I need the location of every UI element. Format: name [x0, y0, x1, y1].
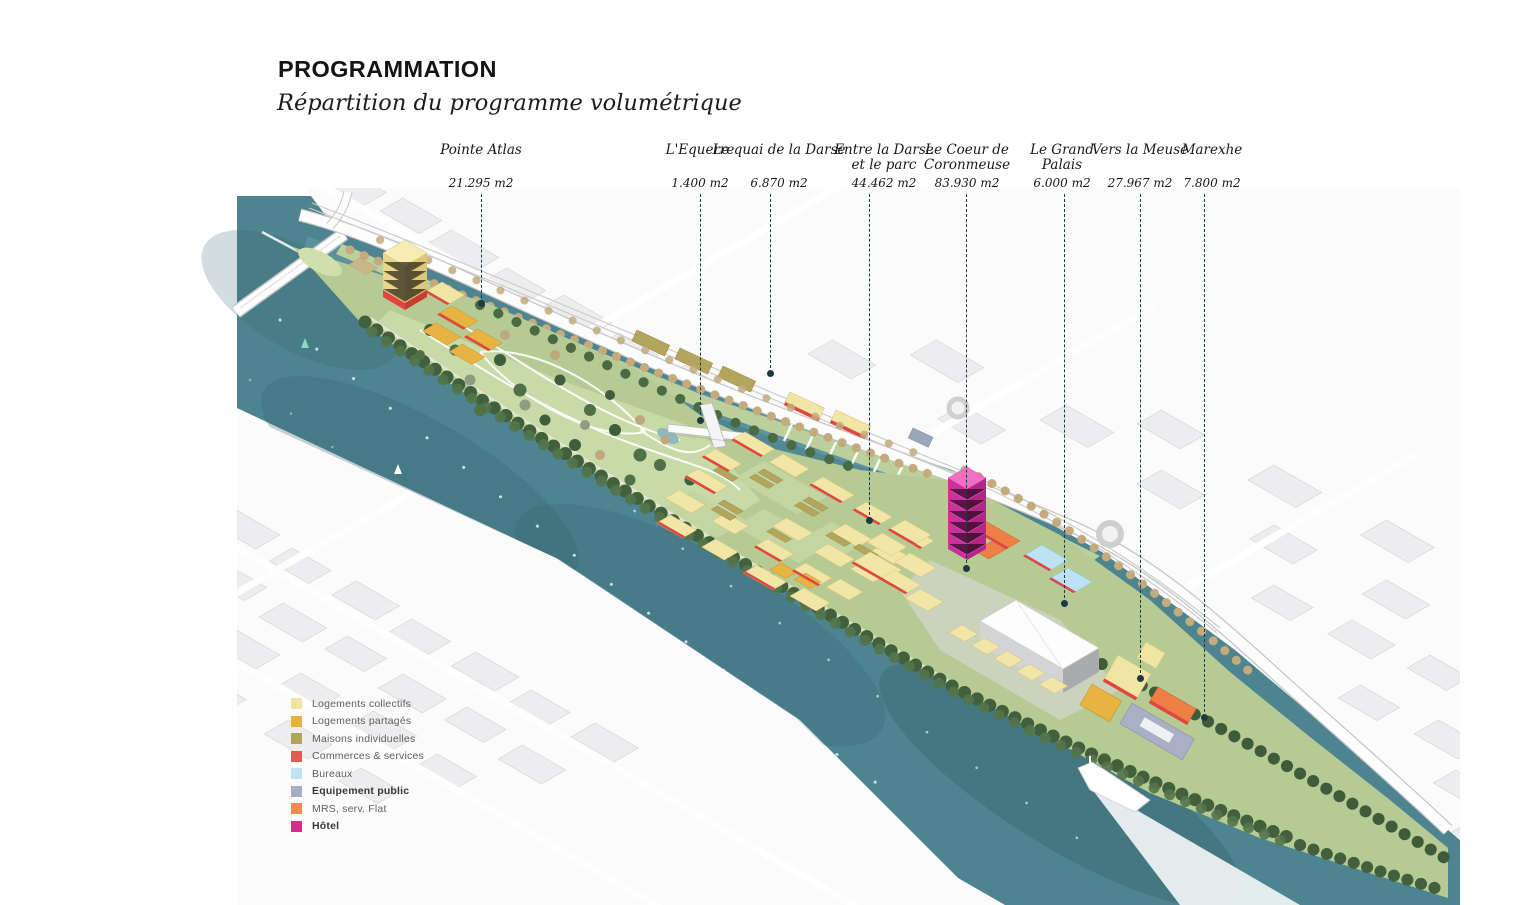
legend-swatch: [291, 715, 302, 727]
legend: Logements collectifs Logements partagés …: [291, 698, 424, 838]
vers-la-meuse-buildings: [1079, 641, 1197, 761]
leader-dot-grand-palais: [1061, 600, 1068, 607]
legend-item-mrs-serv-flat: MRS, serv. Flat: [291, 802, 424, 815]
legend-item-equipement-public: Equipement public: [291, 785, 424, 797]
zone-name: Le Grand Palais: [1030, 142, 1094, 174]
leader-line-pointe-atlas: [481, 194, 482, 303]
zone-label-vers-la-meuse: Vers la Meuse 27.967 m2: [1085, 142, 1195, 190]
leader-dot-equerre: [697, 417, 704, 424]
legend-item-maisons-individuelles: Maisons individuelles: [291, 732, 424, 745]
zone-label-equerre: L'Equerre 1.400 m2: [655, 142, 745, 190]
legend-label: Bureaux: [312, 767, 353, 780]
lequerre-structure: [667, 402, 746, 449]
zone-area: 6.870 m2: [750, 176, 808, 190]
legend-label: Hôtel: [312, 820, 340, 832]
leader-dot-entre-darse-parc: [866, 517, 873, 524]
zone-area: 27.967 m2: [1107, 176, 1173, 190]
zone-name: Entre la Darse et le parc: [834, 142, 934, 174]
zone-name: L'Equerre: [665, 142, 735, 158]
zone-name: Pointe Atlas: [440, 142, 522, 158]
roundabout-north: [946, 396, 970, 420]
roundabout-grand-palais: [1096, 520, 1124, 548]
legend-item-hotel: Hôtel: [291, 820, 424, 832]
boathouse: [907, 427, 934, 448]
zone-name: Le quai de la Darse: [712, 142, 846, 158]
legend-swatch: [291, 803, 302, 814]
equipement-public-building: [1119, 702, 1195, 761]
leader-line-marexhe: [1204, 194, 1205, 717]
bridge-atlas: [231, 228, 349, 318]
zone-label-pointe-atlas: Pointe Atlas 21.295 m2: [421, 142, 541, 190]
zone-area: 44.462 m2: [851, 176, 917, 190]
legend-swatch: [291, 785, 302, 797]
coronmeuse-heart: [850, 466, 1100, 694]
zone-label-grand-palais: Le Grand Palais 6.000 m2: [1022, 142, 1102, 190]
page-title: PROGRAMMATION: [278, 56, 497, 82]
legend-label: Logements collectifs: [312, 697, 412, 710]
legend-item-logements-partages: Logements partagés: [291, 715, 424, 727]
leader-line-coeur-coronmeuse: [966, 194, 967, 568]
park-trees: [415, 324, 696, 486]
legend-label: Equipement public: [312, 785, 410, 797]
legend-swatch: [291, 698, 302, 709]
tree-row-south: [358, 315, 1297, 845]
zone-area: 6.000 m2: [1033, 176, 1091, 190]
legend-swatch: [291, 750, 302, 762]
legend-label: Commerces & services: [312, 750, 424, 762]
page-subtitle: Répartition du programme volumétrique: [277, 90, 742, 116]
leader-dot-pointe-atlas: [478, 300, 485, 307]
legend-item-bureaux: Bureaux: [291, 767, 424, 780]
leader-dot-marexhe: [1201, 714, 1208, 721]
leader-dot-quai-darse: [767, 370, 774, 377]
legend-swatch: [291, 820, 302, 832]
zone-area: 1.400 m2: [671, 176, 729, 190]
zone-label-coeur-coronmeuse: Le Coeur de Coronmeuse 83.930 m2: [912, 142, 1022, 190]
ship: [1077, 756, 1300, 905]
grand-palais: [979, 599, 1100, 693]
zone-label-marexhe: Marexhe 7.800 m2: [1167, 142, 1257, 190]
zone-area: 7.800 m2: [1183, 176, 1241, 190]
zone-name: Le Coeur de Coronmeuse: [923, 142, 1011, 174]
leader-line-equerre: [700, 194, 701, 420]
legend-label: Maisons individuelles: [312, 732, 416, 745]
zone-name: Marexhe: [1181, 142, 1243, 158]
atlas-tower: [382, 239, 428, 310]
riverside-road: [298, 190, 1453, 835]
zone-name: Vers la Meuse: [1091, 142, 1189, 158]
zone-label-quai-darse: Le quai de la Darse 6.870 m2: [709, 142, 849, 190]
leader-line-grand-palais: [1064, 194, 1065, 603]
leader-dot-coeur-coronmeuse: [963, 565, 970, 572]
park-pond: [657, 428, 679, 444]
leader-dot-vers-la-meuse: [1137, 675, 1144, 682]
legend-swatch: [291, 768, 302, 779]
legend-label: Logements partagés: [312, 715, 412, 727]
leader-line-quai-darse: [770, 194, 771, 373]
zone-area: 83.930 m2: [934, 176, 1000, 190]
zone-area: 21.295 m2: [448, 176, 514, 190]
hotel-tower: [947, 466, 987, 560]
legend-label: MRS, serv. Flat: [312, 802, 387, 815]
leader-line-entre-darse-parc: [869, 194, 870, 520]
legend-swatch: [291, 733, 302, 744]
bureaux-buildings: [1022, 544, 1093, 594]
legend-item-logements-collectifs: Logements collectifs: [291, 697, 424, 710]
leader-line-vers-la-meuse: [1140, 194, 1141, 678]
pointe-atlas-buildings: [348, 239, 503, 365]
zone-label-entre-darse-parc: Entre la Darse et le parc 44.462 m2: [828, 142, 940, 190]
legend-item-commerces-services: Commerces & services: [291, 750, 424, 762]
